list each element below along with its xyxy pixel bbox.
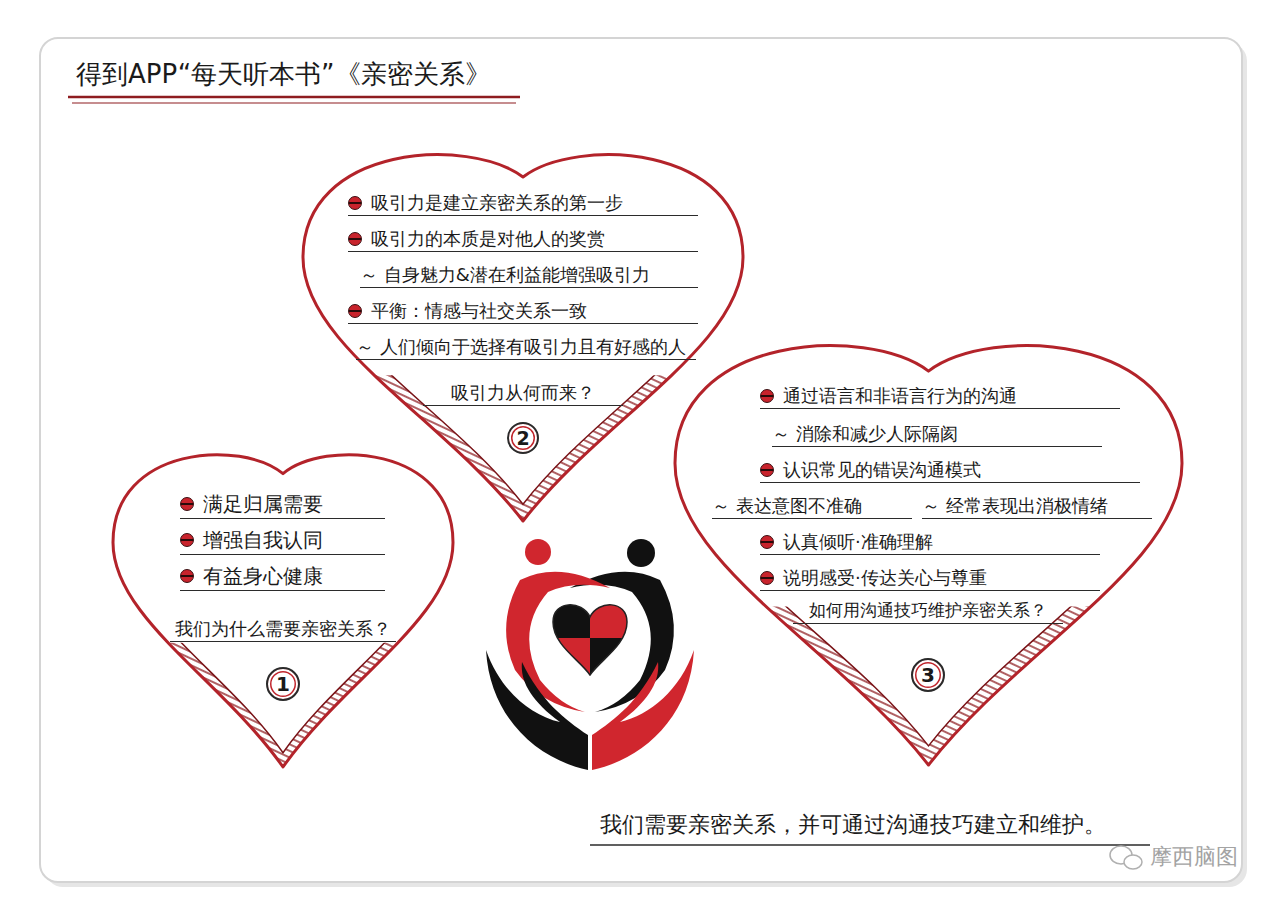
point-text: 吸引力的本质是对他人的奖赏 [371, 226, 605, 251]
heart-outline [672, 343, 1185, 768]
red-figure-head [525, 539, 551, 565]
point-row: 说明感受·传达关心与尊重 [760, 565, 1100, 591]
wechat-icon [1110, 846, 1142, 869]
band-edge [125, 643, 441, 753]
point-row: 平衡：情感与社交关系一致 [348, 298, 698, 324]
heart-panel: 1 满足归属需要增强自我认同有益身心健康我们为什么需要亲密关系？ [110, 452, 456, 770]
callout-digit: 1 [276, 674, 290, 694]
callout-number: 2 [507, 422, 539, 454]
heart-quarter [590, 598, 630, 638]
point-text: ～ 自身魅力&潜在利益能增强吸引力 [360, 262, 650, 287]
title-underline [72, 102, 516, 103]
black-hand [486, 650, 588, 770]
point-row: 通过语言和非语言行为的沟通 [760, 383, 1120, 409]
point-row: ～ 人们倾向于选择有吸引力且有好感的人 [356, 334, 696, 360]
hatched-band [675, 607, 1182, 766]
page-title: 得到APP“每天听本书”《亲密关系》 [76, 58, 491, 91]
bullet-dot [760, 389, 774, 403]
bullet-dot [760, 463, 774, 477]
page-frame [40, 38, 1242, 882]
callout-digit: 2 [516, 429, 529, 448]
heart-border [675, 346, 1182, 765]
heart-fill [675, 346, 1182, 765]
bullet-dot [180, 533, 194, 547]
heart-border [113, 455, 453, 767]
point-text: 通过语言和非语言行为的沟通 [783, 383, 1017, 408]
point-text: 认识常见的错误沟通模式 [783, 457, 981, 482]
caption-underline [590, 844, 1150, 846]
point-row: ～ 经常表现出消极情绪 [922, 493, 1152, 519]
couple-illustration [486, 539, 694, 770]
point-text: 说明感受·传达关心与尊重 [783, 565, 987, 590]
bullet-dot [348, 304, 362, 318]
question-heading: 我们为什么需要亲密关系？ [175, 616, 391, 641]
point-row: 吸引力是建立亲密关系的第一步 [348, 190, 698, 216]
point-text: ～ 消除和减少人际隔阂 [772, 421, 958, 446]
point-row: 认真倾听·准确理解 [760, 529, 1100, 555]
heart-quarter [550, 638, 590, 678]
point-row: ～ 自身魅力&潜在利益能增强吸引力 [360, 262, 698, 288]
heading-row: 吸引力从何而来？ [423, 380, 623, 406]
question-heading: 吸引力从何而来？ [451, 380, 595, 405]
point-text: 平衡：情感与社交关系一致 [371, 298, 587, 323]
band-edge [693, 607, 1165, 746]
point-row: 增强自我认同 [180, 526, 385, 555]
bullet-dot [348, 232, 362, 246]
black-figure-head [627, 539, 655, 567]
point-text: ～ 表达意图不准确 [712, 493, 862, 518]
point-row: 吸引力的本质是对他人的奖赏 [348, 226, 698, 252]
point-text: 有益身心健康 [203, 562, 323, 590]
bullet-dot [180, 497, 194, 511]
bullet-dot [760, 535, 774, 549]
question-heading: 如何用沟通技巧维护亲密关系？ [809, 599, 1047, 623]
wechat-bubble [1124, 855, 1142, 869]
bullet-dot [180, 569, 194, 583]
callout-digit: 3 [921, 665, 935, 685]
heart-quarter [550, 598, 590, 638]
heading-row: 我们为什么需要亲密关系？ [170, 616, 396, 642]
point-text: ～ 经常表现出消极情绪 [922, 493, 1108, 518]
bullet-dot [348, 196, 362, 210]
title-underline [68, 96, 520, 99]
hatched-band [113, 643, 453, 767]
summary-caption: 我们需要亲密关系，并可通过沟通技巧建立和维护。 [600, 811, 1106, 839]
heart-panel: 3 通过语言和非语言行为的沟通 ～ 消除和减少人际隔阂认识常见的错误沟通模式 ～ 表达… [672, 343, 1185, 768]
point-row: 认识常见的错误沟通模式 [760, 457, 1140, 483]
heart-quarter [590, 638, 630, 678]
callout-number: 3 [911, 658, 945, 692]
heading-row: 如何用沟通技巧维护亲密关系？ [793, 599, 1063, 624]
quartered-heart [550, 598, 630, 678]
red-hand [592, 650, 694, 770]
quartered-heart-outline [553, 605, 627, 675]
point-row: ～ 消除和减少人际隔阂 [772, 421, 1102, 447]
point-text: 认真倾听·准确理解 [783, 529, 933, 554]
point-row: 有益身心健康 [180, 562, 385, 591]
point-text: ～ 人们倾向于选择有吸引力且有好感的人 [356, 334, 686, 359]
point-text: 增强自我认同 [203, 526, 323, 554]
heart-fill [113, 455, 453, 767]
bullet-dot [760, 571, 774, 585]
band-edge [318, 375, 727, 504]
point-row: 满足归属需要 [180, 490, 385, 519]
point-text: 吸引力是建立亲密关系的第一步 [371, 190, 623, 215]
callout-number: 1 [266, 667, 300, 701]
point-row: ～ 表达意图不准确 [712, 493, 912, 519]
point-text: 满足归属需要 [203, 490, 323, 518]
watermark-text: 摩西脑图 [1150, 843, 1238, 871]
